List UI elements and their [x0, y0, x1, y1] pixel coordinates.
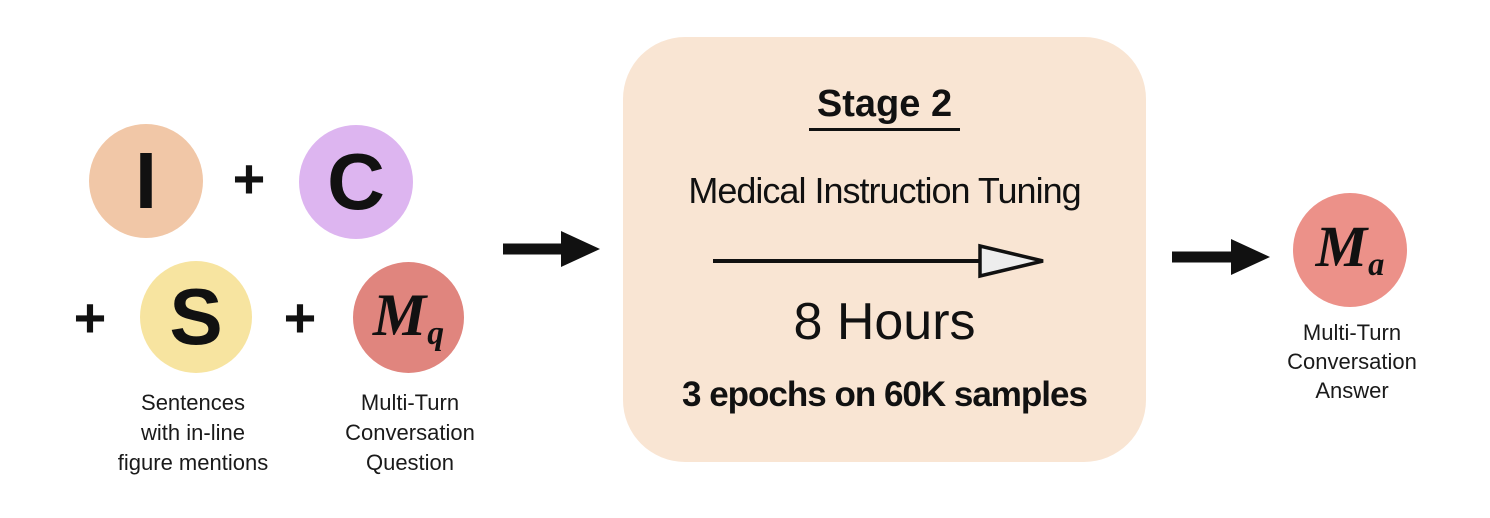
- input-circle-captions: C: [299, 125, 413, 239]
- stage-detail-label: 3 epochs on 60K samples: [682, 375, 1088, 414]
- input-circle-mq: Mq: [353, 262, 464, 373]
- plus-operator: +: [283, 286, 317, 349]
- model-symbol-main: M: [372, 281, 427, 348]
- circle-letter-c: C: [327, 137, 385, 226]
- stage-box: Stage 2 Medical Instruction Tuning 8 Hou…: [623, 37, 1146, 462]
- caption-mq: Multi-Turn Conversation Question: [345, 390, 475, 475]
- plus-operator: +: [73, 286, 107, 349]
- model-symbol-ma: Ma: [1316, 218, 1385, 282]
- model-symbol-subscript: q: [427, 314, 445, 352]
- model-symbol-mq: Mq: [373, 285, 444, 351]
- stage-title-text: Stage 2: [808, 85, 961, 131]
- circle-letter-s: S: [169, 272, 223, 361]
- caption-ma: Multi-Turn Conversation Answer: [1287, 320, 1417, 403]
- stage-task-label: Medical Instruction Tuning: [688, 170, 1081, 211]
- training-progress-arrow-icon: [713, 243, 1044, 279]
- input-circle-sentences: S: [140, 261, 252, 373]
- flow-arrow-icon: [1172, 239, 1270, 275]
- caption-sentences: Sentences with in-line figure mentions: [117, 390, 269, 475]
- plus-operator: +: [232, 147, 266, 210]
- model-symbol-subscript: a: [1368, 247, 1385, 284]
- circle-letter-i: I: [134, 136, 158, 225]
- stage-duration-label: 8 Hours: [793, 293, 976, 351]
- input-circle-images: I: [89, 124, 203, 238]
- stage-title: Stage 2: [623, 85, 1146, 131]
- model-symbol-main: M: [1315, 214, 1368, 280]
- flow-arrow-icon: [503, 231, 600, 267]
- output-circle-ma: Ma: [1293, 193, 1407, 307]
